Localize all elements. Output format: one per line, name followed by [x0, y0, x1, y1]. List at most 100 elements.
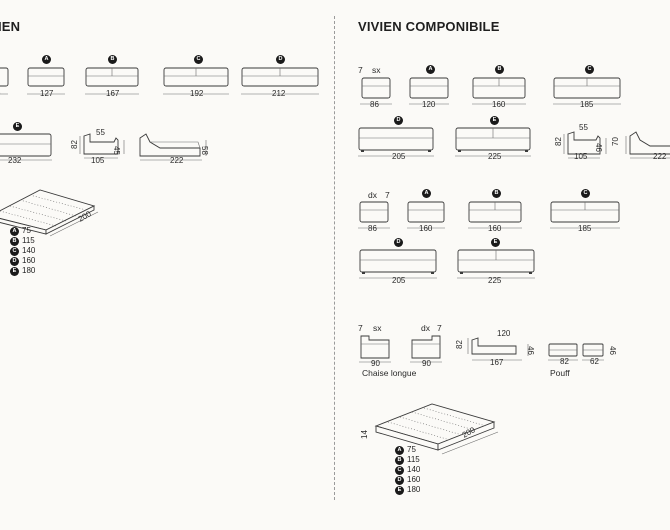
- dx-armchair-end: [358, 201, 390, 229]
- left-bed-height: 82: [69, 140, 79, 149]
- dx-badge-b: B: [492, 189, 501, 198]
- dx-width-86: 86: [368, 224, 377, 233]
- left-badge-a: A: [42, 55, 51, 64]
- left-mattress: [0, 189, 99, 237]
- dx-width-a: 160: [419, 224, 433, 233]
- pouff-width-1: 82: [560, 357, 569, 366]
- right-mattress: [374, 403, 499, 455]
- left-bed-open-height: 58: [199, 146, 209, 155]
- left-badge-e: E: [13, 122, 22, 131]
- left-bed-open-width: 222: [170, 156, 184, 165]
- left-sofa-b: [85, 67, 139, 95]
- left-sofa-a: [27, 67, 65, 95]
- sx-badge-c: C: [585, 65, 594, 74]
- sx-sofa-b: [472, 77, 526, 105]
- pouff-height: 46: [607, 346, 617, 355]
- left-sofa-partial: [0, 67, 9, 95]
- right-mattress-height: 14: [359, 430, 369, 439]
- right-bed-open-height: 70: [610, 137, 620, 146]
- dx-width-c: 185: [578, 224, 592, 233]
- dx-sofa-c: [550, 201, 620, 229]
- dx-badge-a: A: [422, 189, 431, 198]
- chaise-sx-width: 90: [371, 359, 380, 368]
- sx-width-a: 120: [422, 100, 436, 109]
- sx-seven-1: 7: [358, 65, 363, 75]
- left-sofa-e: [0, 133, 52, 161]
- left-sofa-d: [241, 67, 319, 95]
- left-badge-b: B: [108, 55, 117, 64]
- left-sofabed-open: [139, 133, 207, 161]
- chaise-sx: [359, 335, 391, 363]
- page-divider: [334, 16, 335, 500]
- chaise-side-width: 167: [490, 358, 504, 367]
- sx-width-c: 185: [580, 100, 594, 109]
- left-width-b: 167: [106, 89, 120, 98]
- sx-width-b: 160: [492, 100, 506, 109]
- dx-sofa-e: [457, 249, 535, 279]
- left-width-a: 127: [40, 89, 54, 98]
- chaise-longue-label: Chaise longue: [362, 368, 417, 378]
- sx-badge-d: D: [394, 116, 403, 125]
- chaise-dx: [410, 335, 442, 363]
- dx-badge-e: E: [491, 238, 500, 247]
- pouff-small: [582, 343, 604, 361]
- left-badge-c: C: [194, 55, 203, 64]
- sx-badge-a: A: [426, 65, 435, 74]
- dx-label-1: dx: [368, 190, 377, 200]
- dx-badge-c: C: [581, 189, 590, 198]
- dx-width-d: 205: [392, 276, 406, 285]
- sx-sofa-e: [455, 127, 531, 157]
- chaise-dx-width: 90: [422, 359, 431, 368]
- dx-badge-d: D: [394, 238, 403, 247]
- sx-sofa-d: [358, 127, 434, 157]
- chaise-dx-label: dx: [421, 323, 430, 333]
- chaise-side-seat: 46: [525, 346, 535, 355]
- right-sofabed-side: [563, 131, 607, 159]
- left-bed-top: 55: [96, 128, 105, 137]
- right-bed-top: 55: [579, 123, 588, 132]
- left-bed-seat: 45: [111, 146, 121, 155]
- right-sofabed-open: [625, 131, 670, 159]
- left-width-c: 192: [190, 89, 204, 98]
- sx-width-86: 86: [370, 100, 379, 109]
- dx-sofa-b: [468, 201, 522, 229]
- chaise-side-view: [467, 337, 529, 361]
- right-bed-width: 105: [574, 152, 588, 161]
- sx-badge-b: B: [495, 65, 504, 74]
- sx-sofa-c: [553, 77, 621, 105]
- sx-badge-e: E: [490, 116, 499, 125]
- chaise-dx-seven: 7: [437, 323, 442, 333]
- right-bed-height: 82: [553, 137, 563, 146]
- left-width-d: 212: [272, 89, 286, 98]
- dx-width-b: 160: [488, 224, 502, 233]
- right-bed-seat: 46: [593, 143, 603, 152]
- dx-sofa-a: [407, 201, 445, 229]
- sx-width-d: 205: [392, 152, 406, 161]
- dx-sofa-d: [359, 249, 437, 279]
- pouff-large: [548, 343, 578, 361]
- chaise-side-top: 120: [497, 329, 511, 338]
- left-sofabed-side: [79, 133, 125, 159]
- pouff-width-2: 62: [590, 357, 599, 366]
- right-page-title: VIVIEN COMPONIBILE: [358, 19, 500, 34]
- pouff-label: Pouff: [550, 368, 570, 378]
- dx-width-e: 225: [488, 276, 502, 285]
- sx-width-e: 225: [488, 152, 502, 161]
- chaise-side-height: 82: [454, 340, 464, 349]
- sx-sofa-a: [409, 77, 449, 105]
- sx-armchair-end: [360, 77, 392, 105]
- sx-label-1: sx: [372, 65, 381, 75]
- chaise-sx-seven: 7: [358, 323, 363, 333]
- right-bed-open-width: 222: [653, 152, 667, 161]
